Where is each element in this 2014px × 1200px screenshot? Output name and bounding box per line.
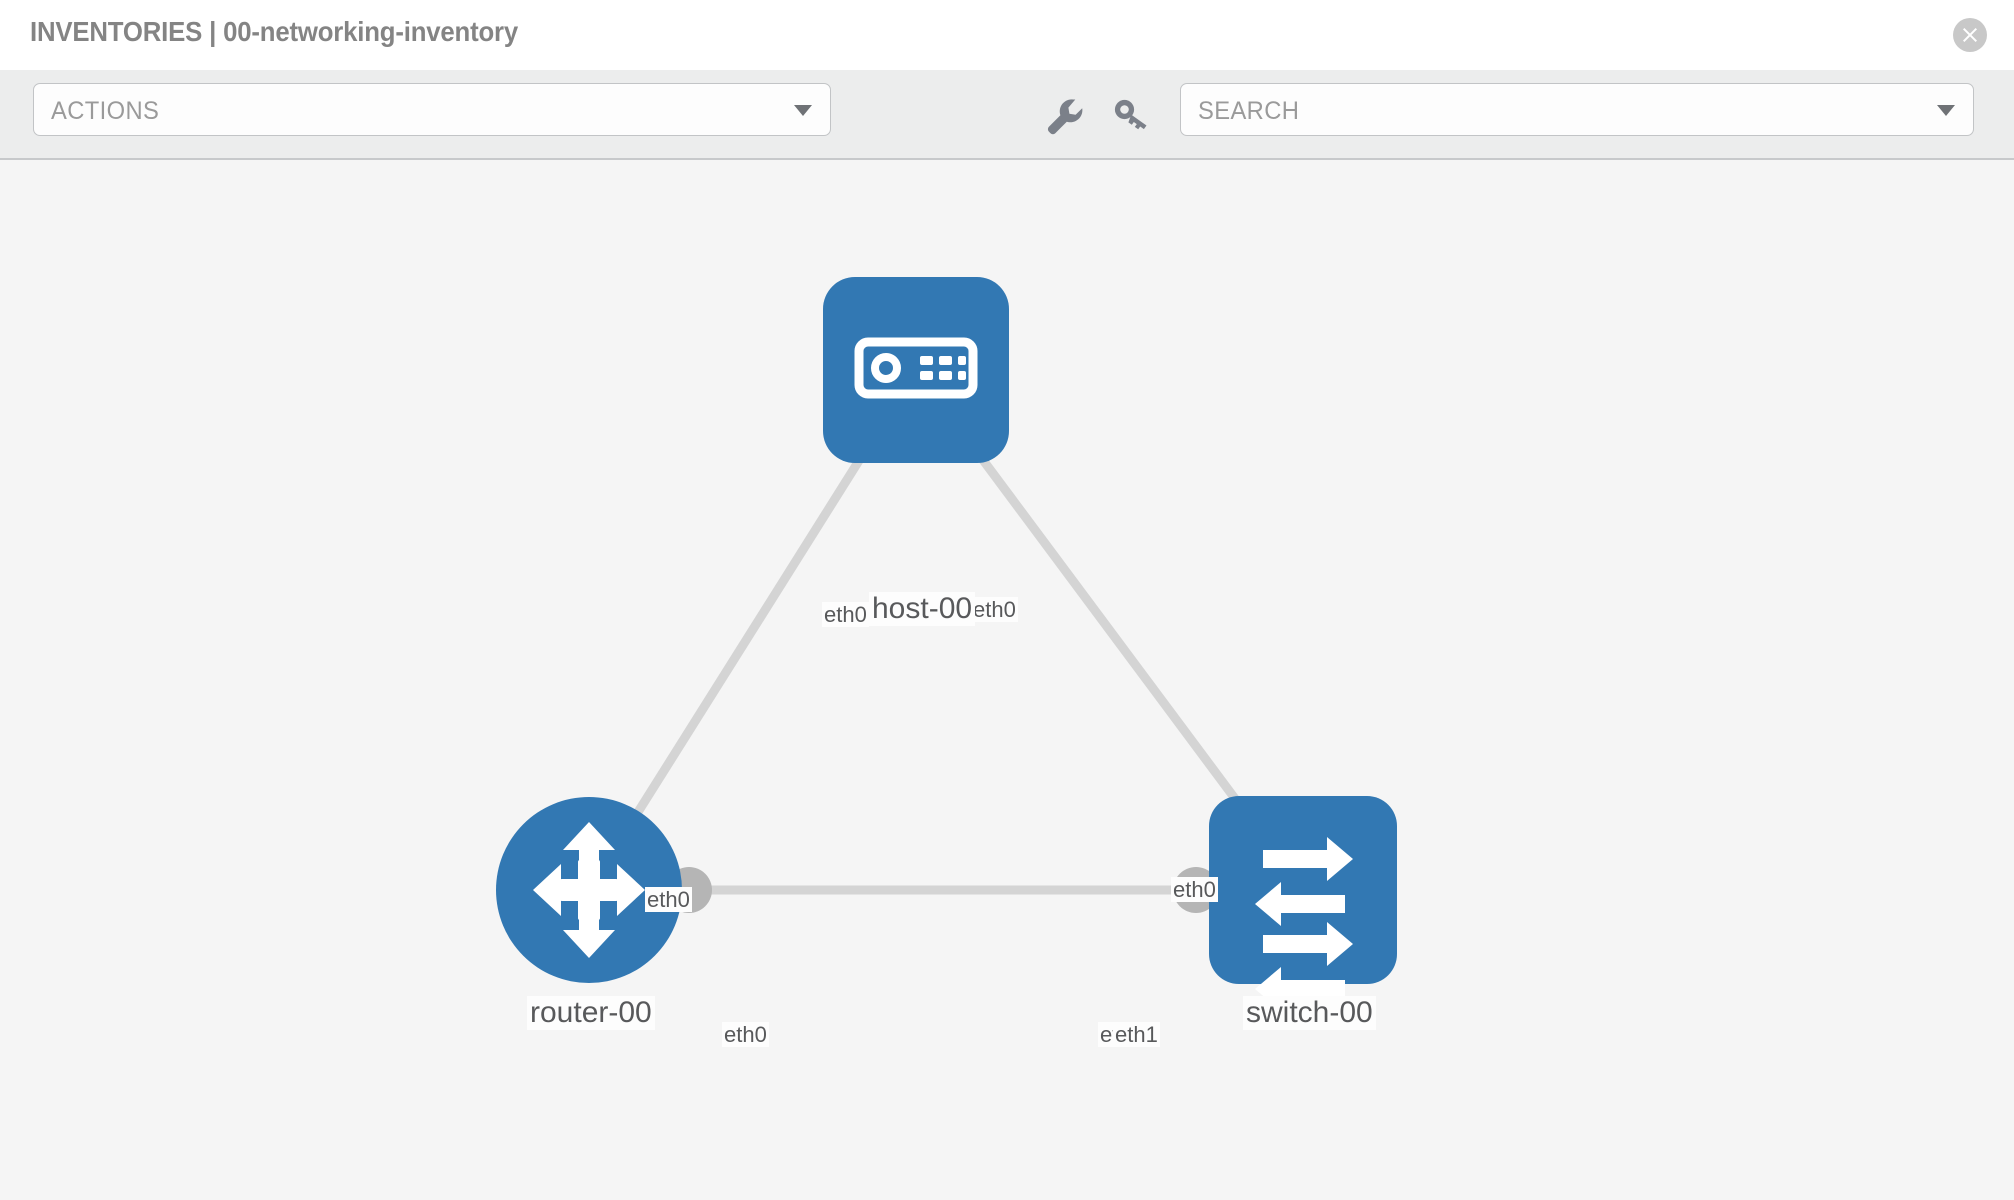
topology-canvas[interactable]: eth0 eth0 eth0 eth0 eth0 eth0 eth1 host-… bbox=[0, 160, 2014, 1200]
interface-label: eth0 bbox=[971, 597, 1018, 623]
search-placeholder: SEARCH bbox=[1198, 97, 1300, 125]
node-host-00[interactable] bbox=[823, 277, 1009, 463]
interface-label: eth0 bbox=[645, 887, 692, 913]
router-icon bbox=[533, 822, 645, 958]
interface-label: eth1 bbox=[1113, 1022, 1160, 1048]
wrench-icon[interactable] bbox=[1040, 92, 1086, 138]
node-label-host-00: host-00 bbox=[869, 592, 976, 626]
topology-graph bbox=[496, 277, 1397, 1011]
node-label-router-00: router-00 bbox=[527, 996, 655, 1030]
chevron-down-icon bbox=[794, 105, 812, 116]
close-icon[interactable] bbox=[1953, 18, 1987, 52]
window-header: INVENTORIES | 00-networking-inventory bbox=[0, 0, 2014, 70]
toolbar: ACTIONS SEARCH bbox=[0, 70, 2014, 160]
interface-label: eth0 bbox=[822, 602, 869, 628]
node-router-00[interactable] bbox=[496, 797, 682, 983]
key-icon[interactable] bbox=[1108, 92, 1154, 138]
chevron-down-icon bbox=[1937, 105, 1955, 116]
node-label-switch-00: switch-00 bbox=[1243, 996, 1376, 1030]
node-switch-00[interactable] bbox=[1209, 796, 1397, 1011]
actions-dropdown-label: ACTIONS bbox=[51, 97, 160, 125]
server-icon bbox=[854, 337, 978, 399]
page-title: INVENTORIES | 00-networking-inventory bbox=[30, 16, 519, 47]
search-input[interactable]: SEARCH bbox=[1180, 83, 1974, 136]
interface-label: eth0 bbox=[722, 1022, 769, 1048]
actions-dropdown[interactable]: ACTIONS bbox=[33, 83, 831, 136]
interface-label: eth0 bbox=[1171, 877, 1218, 903]
